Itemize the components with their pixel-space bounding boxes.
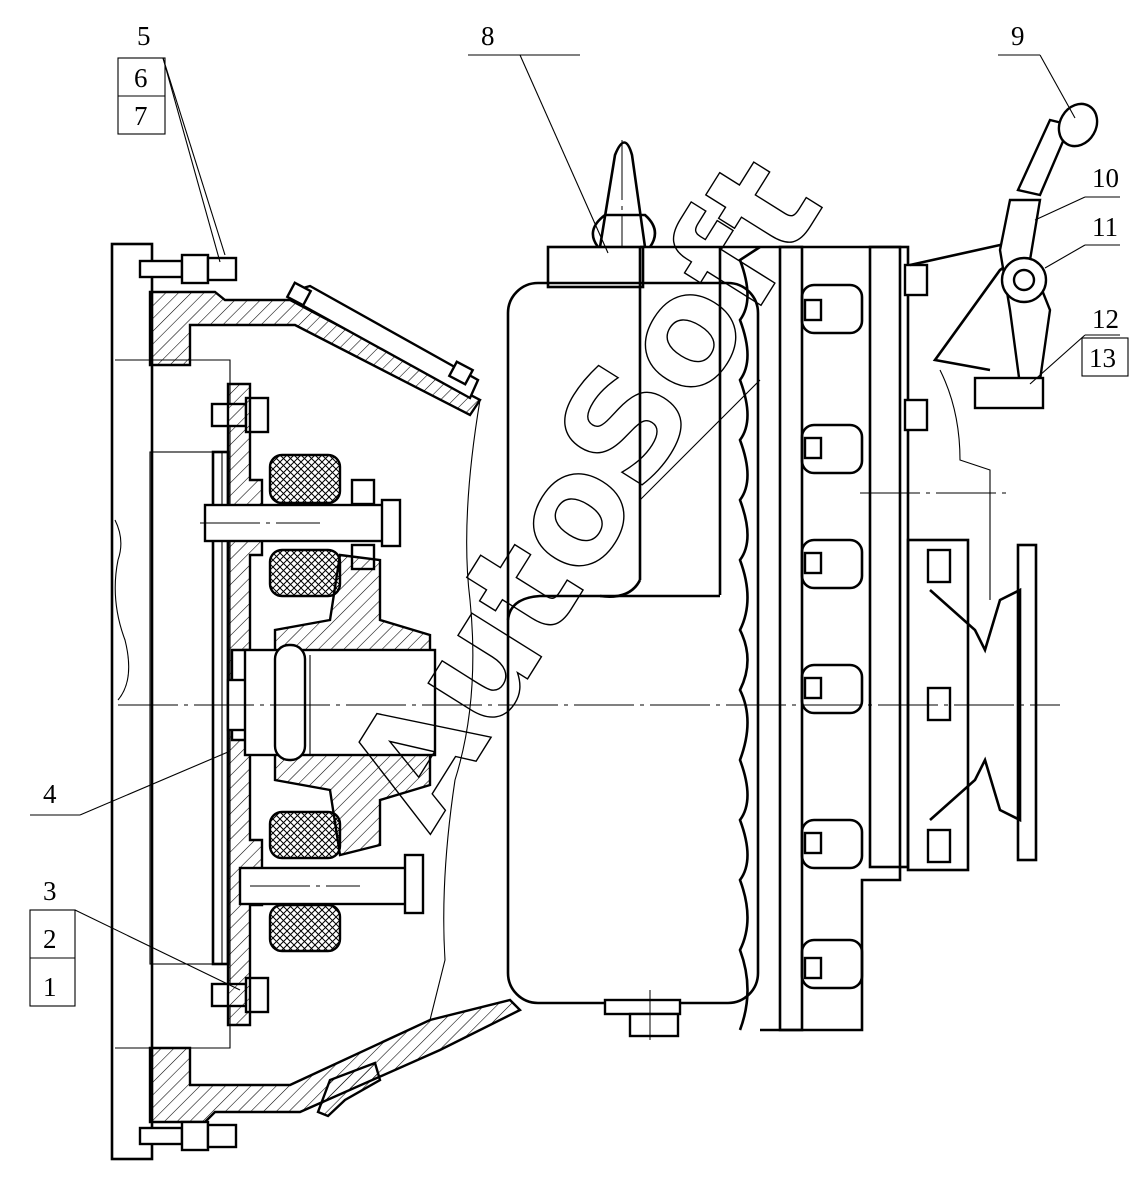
callout-11: 11 (1092, 212, 1118, 242)
output-flange (906, 369, 1038, 872)
callout-box-1-2 (29, 909, 76, 1007)
callout-2: 2 (43, 924, 57, 954)
callout-5: 5 (137, 21, 151, 51)
callout-box-13 (1081, 337, 1129, 377)
shift-lever (909, 102, 1099, 410)
center-lines (118, 140, 1060, 1040)
watermark: AutoSoft (313, 129, 856, 854)
callout-box-6-7 (117, 57, 166, 135)
elastic-coupling (203, 453, 425, 953)
leader-lines (30, 54, 1120, 991)
callout-6: 6 (134, 63, 148, 93)
callout-13: 13 (1089, 343, 1116, 373)
callout-8: 8 (481, 21, 495, 51)
callout-10: 10 (1092, 163, 1119, 193)
callout-12: 12 (1092, 304, 1119, 334)
callout-1: 1 (43, 972, 57, 1002)
callout-4: 4 (43, 779, 57, 809)
callout-3: 3 (43, 876, 57, 906)
callout-9: 9 (1011, 21, 1025, 51)
flywheel-housing (110, 242, 523, 1161)
callout-7: 7 (134, 101, 148, 131)
